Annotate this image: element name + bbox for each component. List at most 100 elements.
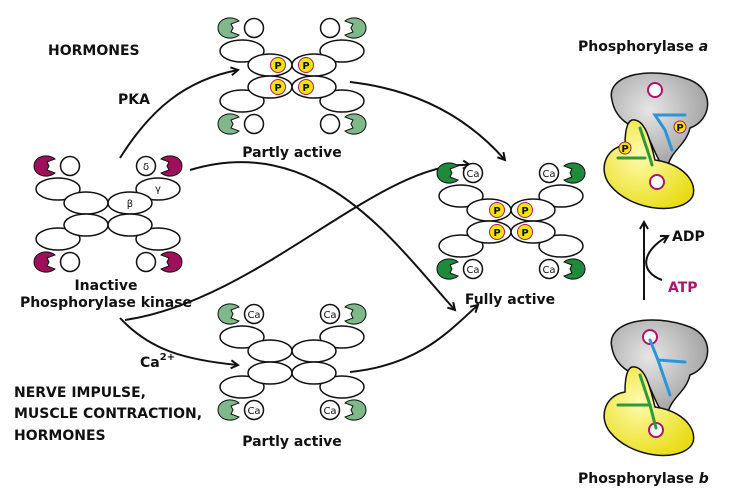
crescent-subunit	[160, 251, 183, 273]
phosphate-marker	[517, 224, 533, 240]
oval-subunit	[219, 39, 265, 63]
delta-subunit	[319, 399, 341, 421]
arrow-cross-bottom-to-top	[124, 165, 470, 321]
delta-subunit	[538, 162, 560, 184]
arrow-inactive-to-partly-bottom	[119, 317, 238, 365]
crescent-subunit	[436, 258, 459, 280]
subunit-label: δ	[143, 162, 149, 173]
crescent-subunit	[217, 17, 240, 39]
phosphorylase-a: P P	[603, 72, 709, 210]
label-adp: ADP	[672, 229, 705, 245]
subunit-label: Ca	[323, 310, 336, 321]
delta-subunit	[319, 303, 341, 325]
delta-subunit	[243, 113, 265, 135]
delta-subunit	[319, 17, 341, 39]
crescent-subunit	[217, 399, 240, 421]
phosphate-marker	[270, 79, 286, 95]
oval-subunit	[219, 89, 265, 113]
oval-subunit	[63, 191, 109, 215]
oval-subunit	[135, 177, 181, 201]
subunit-label: Ca	[323, 406, 336, 417]
delta-subunit	[59, 155, 81, 177]
delta-subunit	[462, 162, 484, 184]
delta-subunit	[135, 155, 157, 177]
label-atp: ATP	[668, 280, 698, 296]
crescent-subunit	[33, 155, 56, 177]
oval-subunit	[438, 234, 484, 258]
oval-subunit	[291, 361, 337, 385]
crescent-subunit	[563, 258, 586, 280]
subunit-label: P	[521, 228, 528, 239]
label-nerve-impulse: NERVE IMPULSE,	[14, 385, 146, 401]
arrow-cross-top-to-bottom	[189, 161, 455, 310]
crescent-subunit	[563, 162, 586, 184]
phos-b-letter: b	[699, 471, 709, 487]
p-mark: P	[676, 123, 683, 134]
phos-b-text: Phosphorylase	[578, 471, 699, 487]
ca-text: Ca	[140, 355, 160, 371]
crescent-subunit	[160, 155, 183, 177]
oval-subunit	[291, 339, 337, 363]
ca-superscript: 2+	[160, 352, 175, 363]
oval-subunit	[247, 339, 293, 363]
subunit-label: P	[274, 83, 281, 94]
subunit-label: P	[302, 61, 309, 72]
delta-subunit	[243, 399, 265, 421]
oval-subunit	[63, 213, 109, 237]
pathway-arrows	[119, 70, 668, 373]
p-mark: P	[621, 144, 628, 155]
subunit-label: P	[302, 83, 309, 94]
yellow-domain	[603, 366, 695, 457]
oval-subunit	[319, 375, 365, 399]
label-phosphorylase-a: Phosphorylase a	[578, 39, 708, 55]
oval-subunit	[438, 184, 484, 208]
oval-subunit	[35, 227, 81, 251]
crescent-subunit	[344, 113, 367, 135]
phosphate-marker	[489, 202, 505, 218]
subunit-label: Ca	[247, 310, 260, 321]
oval-subunit	[219, 325, 265, 349]
delta-subunit	[538, 258, 560, 280]
inactive-kinase: δγβ	[33, 155, 183, 273]
label-muscle-contraction: MUSCLE CONTRACTION,	[14, 406, 202, 422]
phosphate-marker	[489, 224, 505, 240]
phosphate-marker	[270, 57, 286, 73]
oval-subunit	[538, 234, 584, 258]
label-inactive: Inactive	[74, 278, 137, 294]
oval-subunit	[219, 375, 265, 399]
oval-subunit	[247, 361, 293, 385]
label-hormones-bottom: HORMONES	[14, 428, 106, 444]
label-fully-active: Fully active	[465, 292, 555, 308]
label-partly-active-top: Partly active	[242, 145, 342, 161]
subunit-label: P	[493, 206, 500, 217]
phosphate-marker	[298, 79, 314, 95]
label-partly-active-bottom: Partly active	[242, 434, 342, 450]
subunit-label: Ca	[466, 265, 479, 276]
delta-subunit	[135, 251, 157, 273]
label-pka: PKA	[118, 92, 150, 108]
crescent-subunit	[344, 17, 367, 39]
crescent-subunit	[217, 303, 240, 325]
crescent-subunit	[33, 251, 56, 273]
phos-a-letter: a	[699, 39, 708, 55]
label-phosphorylase-b: Phosphorylase b	[578, 471, 709, 487]
delta-subunit	[319, 113, 341, 135]
arrow-partly-top-to-fully	[349, 81, 505, 160]
oval-subunit	[135, 227, 181, 251]
arrow-inactive-to-partly-top	[119, 70, 238, 159]
subunit-label: Ca	[466, 169, 479, 180]
delta-subunit	[462, 258, 484, 280]
phosphorylase-b	[603, 319, 709, 457]
oval-subunit	[319, 89, 365, 113]
delta-subunit	[243, 17, 265, 39]
subunit-label: P	[493, 228, 500, 239]
arrow-partly-bottom-to-fully	[349, 305, 478, 373]
subunit-label: Ca	[542, 169, 555, 180]
crescent-subunit	[344, 399, 367, 421]
subunit-label: P	[521, 206, 528, 217]
oval-subunit	[319, 325, 365, 349]
crescent-subunit	[344, 303, 367, 325]
arrow-adp	[645, 236, 668, 281]
label-hormones: HORMONES	[48, 43, 140, 59]
